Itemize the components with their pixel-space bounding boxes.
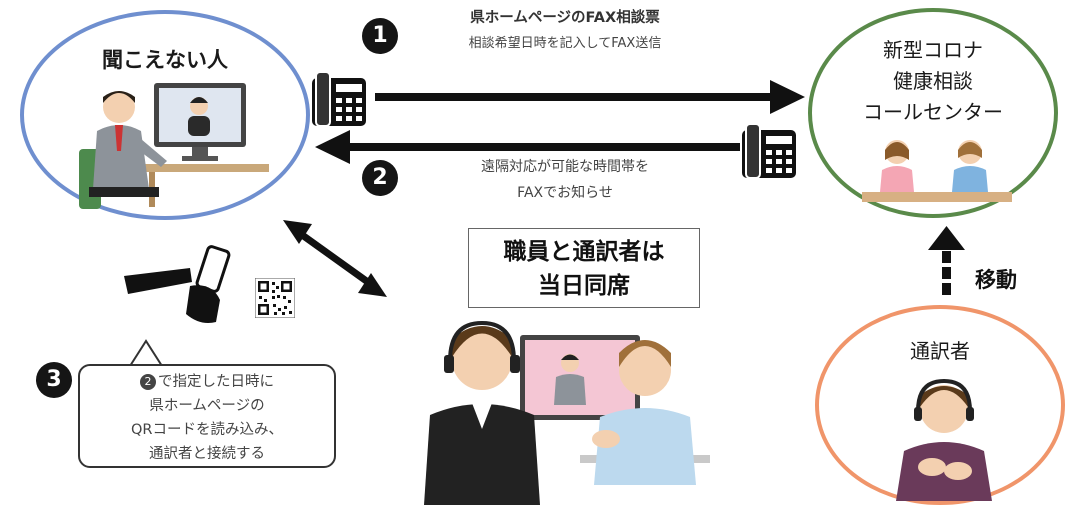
step-3-line-3: QRコードを読み込み、 xyxy=(131,422,283,438)
fax-phone-icon xyxy=(742,123,796,179)
step-3-line-2: 県ホームページの xyxy=(149,398,265,414)
arrow-bidirectional-connection xyxy=(283,220,387,297)
step-2-reference-badge: 2 xyxy=(140,374,156,390)
deaf-person-label: 聞こえない人 xyxy=(102,48,228,72)
step-1-note: 県ホームページのFAX相談票 相談希望日時を記入してFAX送信 xyxy=(400,6,730,56)
step-3-line-4: 通訳者と接続する xyxy=(149,446,265,462)
staff-note-line-1: 職員と通訳者は xyxy=(503,239,665,265)
person-at-monitor-illustration xyxy=(79,83,269,209)
deaf-person-node: 聞こえない人 xyxy=(20,10,310,220)
interpreter-node: 通訳者 xyxy=(815,305,1065,505)
smartphone-icon xyxy=(124,245,231,323)
step-3-line-1-text: で指定した日時に xyxy=(158,374,274,390)
qr-code-icon xyxy=(255,278,295,318)
step-1-line-1: 県ホームページのFAX相談票 xyxy=(470,10,660,26)
call-center-label-line-3: コールセンター xyxy=(863,100,1003,124)
arrow-center-to-person xyxy=(315,130,740,164)
interpreter-illustration xyxy=(896,378,992,501)
staff-and-interpreter-illustration xyxy=(424,320,710,505)
interpreter-label: 通訳者 xyxy=(910,339,970,363)
step-2-line-1: 遠隔対応が可能な時間帯を xyxy=(481,159,649,175)
call-center-node: 新型コロナ 健康相談 コールセンター xyxy=(808,8,1058,218)
staff-note-box: 職員と通訳者は 当日同席 xyxy=(468,228,700,308)
fax-phone-icon xyxy=(312,71,366,127)
call-center-label-line-1: 新型コロナ xyxy=(883,38,983,62)
headset-icon xyxy=(916,378,972,412)
step-2-line-2: FAXでお知らせ xyxy=(517,185,613,201)
step-2-number: 2 xyxy=(362,160,398,196)
staff-note-line-2: 当日同席 xyxy=(538,273,630,299)
move-label: 移動 xyxy=(975,268,1017,292)
call-center-staff-illustration xyxy=(862,140,1012,202)
step-3-number: 3 xyxy=(36,362,72,398)
callout-pointer xyxy=(129,339,163,366)
arrow-interpreter-move xyxy=(928,226,965,295)
step-1-number: 1 xyxy=(362,18,398,54)
call-center-label-line-2: 健康相談 xyxy=(893,69,973,93)
arrow-fax-to-center xyxy=(375,80,805,114)
step-1-line-2: 相談希望日時を記入してFAX送信 xyxy=(468,36,662,51)
step-2-note: 遠隔対応が可能な時間帯を FAXでお知らせ xyxy=(415,154,715,206)
